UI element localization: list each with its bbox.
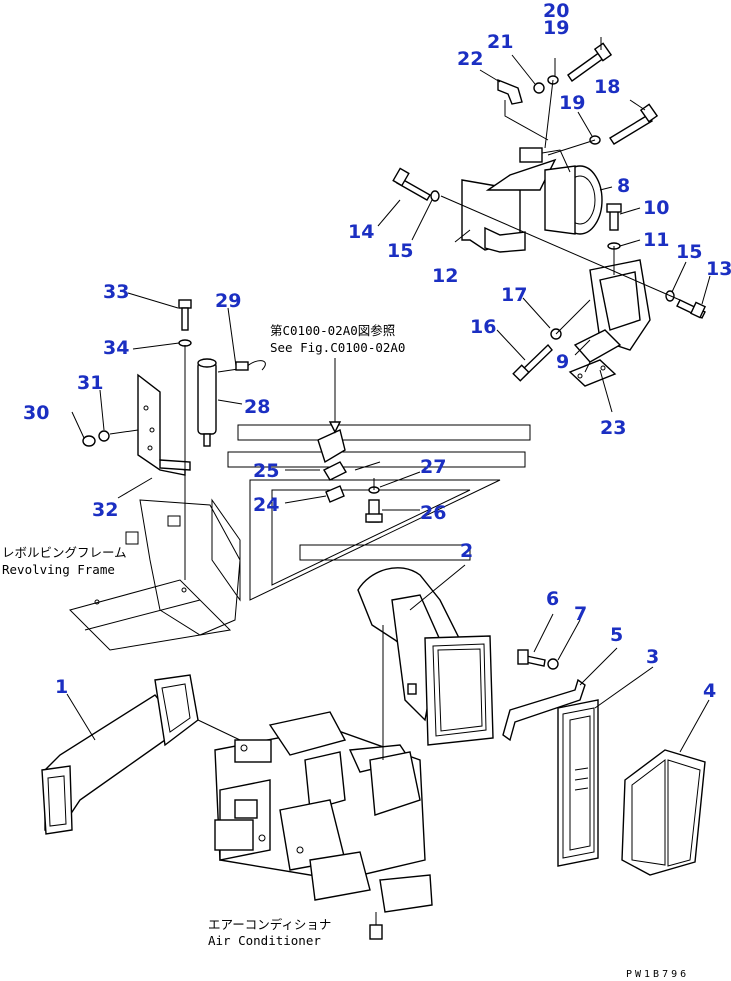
part-7-washer: [547, 658, 559, 670]
callout-25: 25: [253, 460, 279, 482]
callout-8: 8: [617, 175, 630, 197]
callout-19-lower: 19: [559, 92, 585, 114]
part-4-filter-case: [621, 749, 706, 876]
callout-31: 31: [77, 372, 103, 394]
callout-7: 7: [574, 603, 587, 625]
part-2-duct: [357, 567, 494, 746]
frame-label-en: Revolving Frame: [2, 562, 115, 577]
callout-3: 3: [646, 646, 659, 668]
callout-20: 20: [543, 0, 569, 22]
part-28-receiver: [197, 358, 217, 447]
part-33-bolt: [178, 299, 192, 331]
callout-23: 23: [600, 417, 626, 439]
callout-29: 29: [215, 290, 241, 312]
air-conditioner-unit: [214, 711, 433, 940]
part-25-clamp: [317, 429, 347, 481]
part-14-bolt: [392, 167, 431, 201]
left-assembly-line: [109, 345, 186, 580]
callout-15-right: 15: [676, 241, 702, 263]
callout-26: 26: [420, 502, 446, 524]
callout-4: 4: [703, 680, 716, 702]
part-30-nut: [82, 435, 96, 447]
callout-10: 10: [643, 197, 669, 219]
part-20-bolt: [567, 42, 613, 82]
part-29-hose: [217, 360, 266, 373]
assembly-lines: [440, 79, 681, 373]
drawing-code: PW1B796: [626, 969, 689, 980]
callout-30: 30: [23, 402, 49, 424]
callout-2: 2: [460, 540, 473, 562]
part-18-bolt: [609, 103, 659, 145]
part-5-cover: [502, 678, 586, 742]
annotations: 第C0100-02A0図参照 See Fig.C0100-02A0 レボルビング…: [2, 323, 689, 980]
ref-arrowhead: [328, 421, 342, 434]
callout-17: 17: [501, 284, 527, 306]
callout-11: 11: [643, 229, 669, 251]
callout-19-upper: 19: [543, 17, 569, 39]
part-26-bolt: [365, 499, 383, 523]
part-13-bolt: [676, 299, 706, 319]
part-9-bracket: [573, 259, 651, 363]
duct-to-ac-line: [197, 625, 384, 760]
part-3-filter: [557, 699, 599, 867]
callout-27: 27: [420, 456, 446, 478]
callout-24: 24: [253, 494, 279, 516]
callout-15-left: 15: [387, 240, 413, 262]
ref-note-jp: 第C0100-02A0図参照: [270, 323, 395, 338]
part-1-duct: [41, 674, 199, 835]
small-parts-lines: [354, 461, 381, 490]
callout-9: 9: [556, 351, 569, 373]
ref-note-en: See Fig.C0100-02A0: [270, 340, 405, 355]
callout-14: 14: [348, 221, 374, 243]
leader-lines: [66, 37, 711, 753]
callout-5: 5: [610, 624, 623, 646]
callout-21: 21: [487, 31, 513, 53]
callout-33: 33: [103, 281, 129, 303]
part-32-bracket: [137, 373, 191, 476]
part-21-washer: [533, 82, 545, 94]
ac-label-jp: エアーコンディショナ: [208, 917, 331, 932]
callout-16: 16: [470, 316, 496, 338]
part-15-washer-left: [430, 190, 440, 202]
callout-22: 22: [457, 48, 483, 70]
part-12-bracket: [461, 158, 557, 253]
callout-28: 28: [244, 396, 270, 418]
part-6-bolt: [517, 649, 546, 667]
callout-1: 1: [55, 676, 68, 698]
frame-label-jp: レボルビングフレーム: [2, 545, 127, 560]
part-8-fan-motor: [519, 147, 603, 235]
part-31-washer: [98, 430, 110, 442]
callout-18: 18: [594, 76, 620, 98]
ac-label-en: Air Conditioner: [208, 933, 321, 948]
frame-outline: [69, 424, 531, 651]
callout-6: 6: [546, 588, 559, 610]
part-16-bolt: [512, 343, 553, 382]
callouts: 1 2 3 4 5 6 7 8 9 10 11 12 13 14 15 15 1…: [23, 0, 731, 702]
part-24-clip: [325, 485, 345, 503]
part-23-plate: [568, 359, 617, 387]
callout-13: 13: [706, 258, 731, 280]
part-10-bolt: [606, 203, 622, 231]
part-22-clip: [497, 78, 523, 105]
callout-32: 32: [92, 499, 118, 521]
callout-12: 12: [432, 265, 458, 287]
callout-34: 34: [103, 337, 129, 359]
